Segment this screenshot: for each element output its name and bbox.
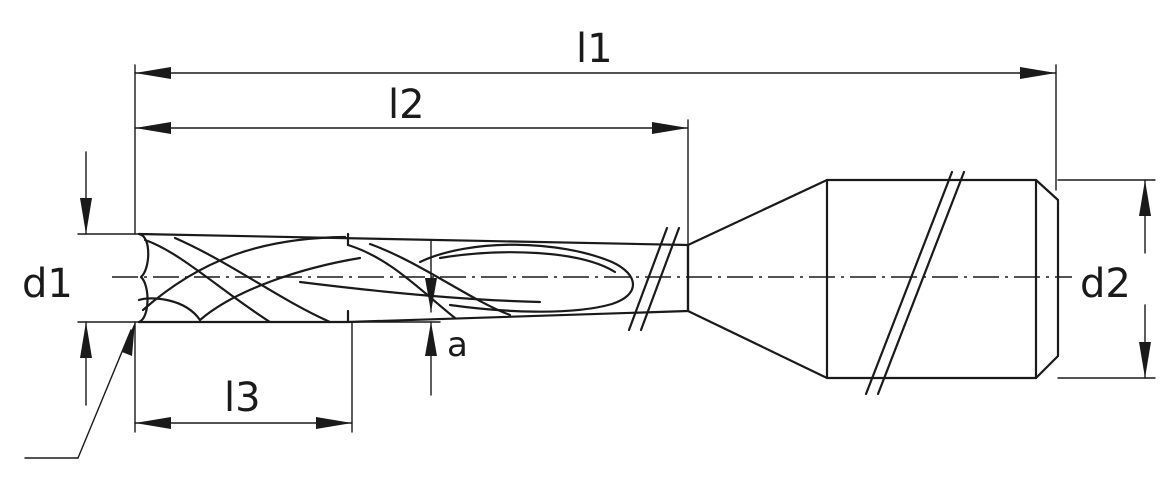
- flute-curve: [198, 256, 362, 322]
- arrowhead: [135, 67, 171, 79]
- arrowhead: [135, 417, 171, 429]
- flute-curve: [141, 235, 347, 312]
- arrowhead: [652, 122, 688, 134]
- break-line: [864, 170, 954, 396]
- tip-gash: [137, 297, 202, 322]
- dimension-l2: l2: [134, 82, 689, 134]
- arrowhead: [425, 278, 437, 312]
- arrowhead: [135, 122, 171, 134]
- corner-leader: [24, 322, 135, 459]
- arrowhead: [1020, 67, 1056, 79]
- flute-curve: [173, 236, 332, 324]
- break-line: [639, 226, 681, 332]
- neck-taper: [686, 178, 1060, 380]
- break-lines: [627, 170, 966, 396]
- arrowhead: [80, 322, 92, 358]
- arrowhead: [122, 322, 135, 356]
- cutting-section-outline: [137, 232, 690, 324]
- dimension-a: a: [425, 239, 468, 396]
- flute-curve: [346, 243, 457, 320]
- label-d1: d1: [22, 261, 73, 307]
- tool-tip: [137, 232, 150, 324]
- arrowhead: [1139, 180, 1151, 216]
- leader-line: [77, 329, 132, 459]
- flutes: [137, 235, 634, 324]
- label-d2: d2: [1080, 261, 1131, 307]
- label-a: a: [447, 325, 468, 365]
- break-line: [876, 170, 966, 396]
- label-l2: l2: [388, 82, 425, 128]
- flute-curve: [298, 280, 542, 304]
- tool-body: [137, 178, 1060, 380]
- flute-curve: [143, 238, 272, 324]
- dimension-d1: d1: [22, 151, 92, 406]
- arrowhead: [80, 198, 92, 234]
- arrowhead: [316, 417, 352, 429]
- flute-runout: [418, 243, 634, 313]
- flute-runout-inner: [438, 251, 617, 274]
- extension-lines: [77, 64, 1156, 433]
- label-l1: l1: [576, 26, 613, 72]
- dimension-d2: d2: [1080, 179, 1151, 379]
- label-l3: l3: [224, 375, 261, 421]
- arrowhead: [1139, 342, 1151, 378]
- dimension-l3: l3: [134, 375, 353, 429]
- arrowhead: [425, 322, 437, 356]
- break-line: [627, 226, 669, 332]
- dimension-l1: l1: [134, 26, 1057, 79]
